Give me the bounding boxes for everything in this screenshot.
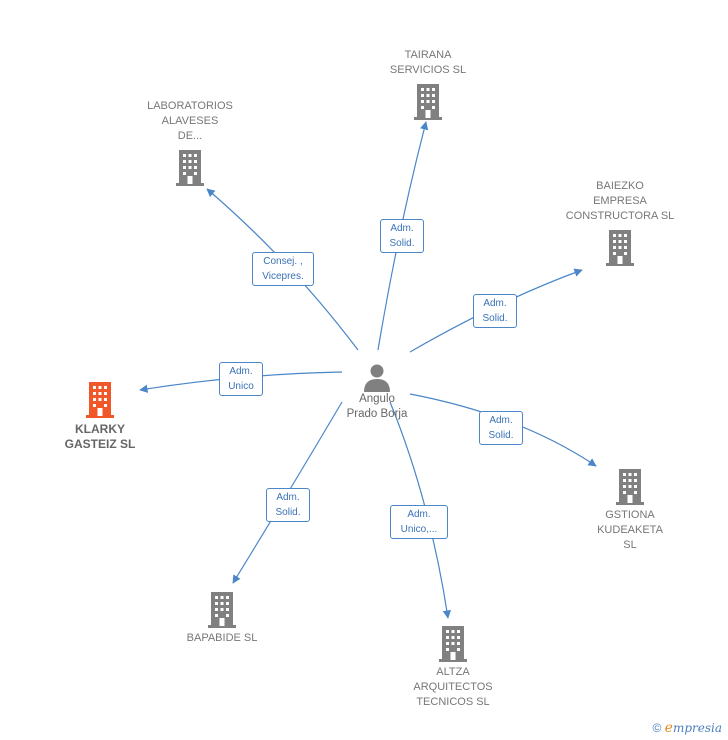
company-node-tairana[interactable]: TAIRANA SERVICIOS SL — [368, 48, 488, 120]
company-name-altza: ALTZA ARQUITECTOS TECNICOS SL — [413, 666, 493, 708]
company-name-laboratorios: LABORATORIOS ALAVESES DE... — [147, 100, 233, 142]
company-node-klarky[interactable]: KLARKY GASTEIZ SL — [40, 382, 160, 452]
building-icon — [414, 84, 442, 120]
company-node-baiezko[interactable]: BAIEZKO EMPRESA CONSTRUCTORA SL — [552, 179, 688, 266]
brand-logo-initial: e — [664, 720, 673, 736]
company-node-bapabide[interactable]: BAPABIDE SL — [162, 592, 282, 646]
company-node-laboratorios[interactable]: LABORATORIOS ALAVESES DE... — [130, 99, 250, 186]
person-icon — [364, 364, 390, 392]
relation-label-bapabide: Adm. Solid. — [266, 488, 310, 522]
relation-label-laboratorios: Consej. , Vicepres. — [252, 252, 314, 286]
company-node-altza[interactable]: ALTZA ARQUITECTOS TECNICOS SL — [393, 626, 513, 710]
relation-label-baiezko: Adm. Solid. — [473, 294, 517, 328]
company-name-gstiona: GSTIONA KUDEAKETA SL — [597, 509, 663, 551]
building-icon — [606, 230, 634, 266]
relation-label-tairana: Adm. Solid. — [380, 219, 424, 253]
company-name-baiezko: BAIEZKO EMPRESA CONSTRUCTORA SL — [565, 180, 675, 222]
company-name-klarky: KLARKY GASTEIZ SL — [64, 422, 136, 451]
person-node[interactable]: Angulo Prado Borja — [322, 362, 432, 422]
person-name: Angulo Prado Borja — [346, 393, 408, 420]
relation-label-gstiona: Adm. Solid. — [479, 411, 523, 445]
company-name-bapabide: BAPABIDE SL — [186, 632, 258, 644]
building-icon — [616, 469, 644, 505]
copyright-icon: © — [652, 721, 662, 735]
company-name-tairana: TAIRANA SERVICIOS SL — [389, 49, 467, 76]
building-icon — [86, 382, 114, 418]
footer-brand[interactable]: © empresia — [652, 720, 722, 736]
building-icon — [208, 592, 236, 628]
building-icon — [439, 626, 467, 662]
relation-label-altza: Adm. Unico,... — [390, 505, 448, 539]
building-icon — [176, 150, 204, 186]
company-node-gstiona[interactable]: GSTIONA KUDEAKETA SL — [572, 469, 688, 553]
brand-logo-text: mpresia — [672, 721, 722, 735]
relation-label-klarky: Adm. Unico — [219, 362, 263, 396]
